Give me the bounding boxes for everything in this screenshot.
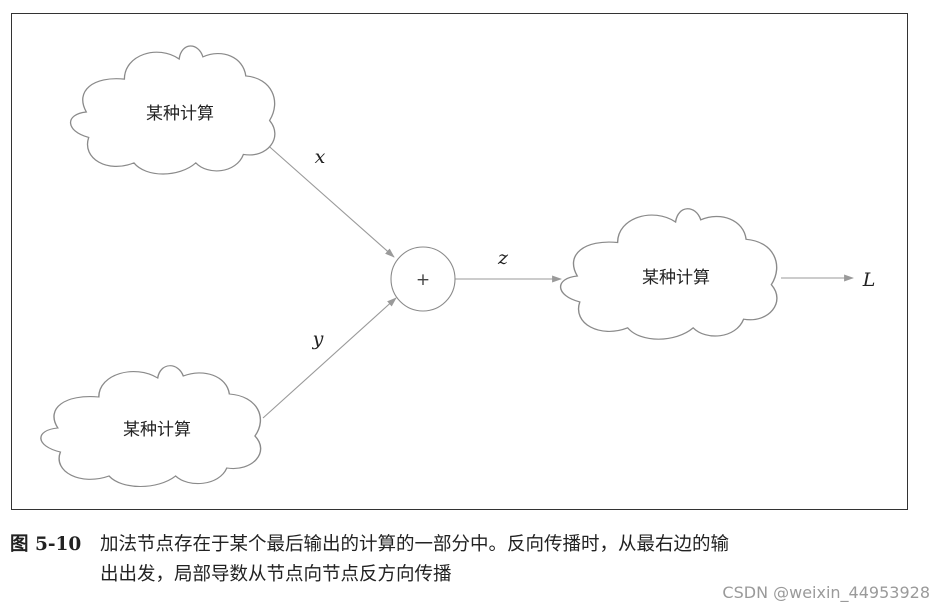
figure-caption: 图 5-10 加法节点存在于某个最后输出的计算的一部分中。反向传播时，从最右边的输…: [10, 530, 920, 590]
edge-x: [262, 140, 395, 258]
edge-label-y: y: [312, 328, 324, 350]
node-label-top: 某种计算: [146, 104, 214, 124]
figure-number: 图 5-10: [10, 534, 82, 555]
node-label-bottom: 某种计算: [123, 420, 191, 440]
edge-label-L: L: [862, 269, 876, 291]
caption-line-1: 加法节点存在于某个最后输出的计算的一部分中。反向传播时，从最右边的输: [100, 534, 730, 555]
node-label-right: 某种计算: [642, 268, 710, 288]
caption-line-2: 出出发，局部导数从节点向节点反方向传播: [100, 564, 452, 585]
watermark: CSDN @weixin_44953928: [722, 583, 930, 602]
add-node: [390, 246, 456, 312]
add-operator: +: [416, 270, 430, 290]
edge-label-x: x: [315, 146, 326, 168]
edge-y: [262, 297, 397, 419]
edge-label-z: z: [497, 247, 509, 269]
diagram-frame: [11, 13, 908, 510]
